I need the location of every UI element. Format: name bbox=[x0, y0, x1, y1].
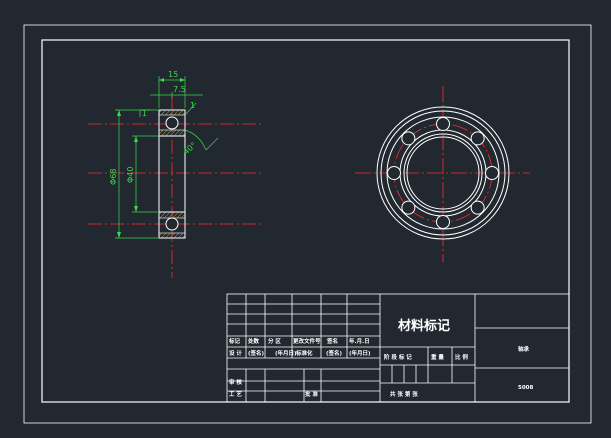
standardize-signature: (签名) bbox=[326, 349, 343, 357]
ball-set bbox=[387, 117, 499, 229]
inner-border bbox=[41, 39, 570, 403]
header-change-doc: 更改文件号 bbox=[293, 337, 321, 345]
standardize-date: (年月日) bbox=[349, 349, 371, 357]
title-block bbox=[226, 293, 570, 403]
header-date: 年.月.日 bbox=[349, 337, 370, 345]
bearing-ball bbox=[401, 131, 416, 146]
bearing-ball bbox=[470, 200, 485, 215]
header-count: 处数 bbox=[247, 337, 260, 345]
drawing-number: 5008 bbox=[518, 385, 533, 391]
outer-border bbox=[23, 24, 592, 424]
part-name: 轴承 bbox=[518, 345, 530, 353]
outer-ring-chamfer bbox=[380, 110, 506, 236]
design-signature: (签名) bbox=[248, 349, 265, 357]
weight-label: 重 量 bbox=[431, 353, 444, 361]
bearing-ball bbox=[485, 166, 499, 180]
hatch-outer-bottom bbox=[158, 232, 186, 239]
sheets-label: 共 张 第 张 bbox=[390, 390, 418, 398]
bearing-ball bbox=[436, 117, 450, 131]
bearing-ball bbox=[436, 215, 450, 229]
bore-chamfer bbox=[403, 133, 483, 213]
header-mark: 标记 bbox=[228, 337, 241, 345]
process-label: 工 艺 bbox=[229, 390, 242, 398]
stage-mark-label: 阶 段 标 记 bbox=[384, 353, 412, 361]
section-ball-top bbox=[165, 116, 179, 130]
dim-chamfer-top: 1 bbox=[142, 109, 147, 118]
dim-inner-diameter: Φ40 bbox=[126, 167, 135, 183]
audit-label: 审 核 bbox=[229, 378, 242, 386]
front-view bbox=[355, 86, 530, 262]
bearing-ball bbox=[387, 166, 401, 180]
material-mark-label: 材料标记 bbox=[398, 318, 450, 334]
dim-width-partial: 7.5 bbox=[173, 85, 186, 94]
section-ball-bottom bbox=[165, 217, 179, 231]
dim-outer-diameter: Φ68 bbox=[109, 169, 118, 185]
bore bbox=[406, 136, 480, 210]
design-date: (年月日) bbox=[275, 349, 297, 357]
hatch-inner-top bbox=[158, 129, 186, 137]
approve-label: 批 准 bbox=[305, 390, 318, 398]
dim-chamfer-side: 1 bbox=[190, 101, 195, 110]
standardize-label: 标准化 bbox=[295, 349, 313, 357]
dim-angle: 40° bbox=[182, 141, 199, 157]
scale-label: 比 例 bbox=[455, 353, 468, 361]
header-sign: 签名 bbox=[326, 337, 338, 345]
hatch-inner-bottom bbox=[158, 211, 186, 219]
outer-ring-outer-edge bbox=[376, 106, 510, 240]
design-label: 设 计 bbox=[229, 349, 242, 357]
hatch-outer-top bbox=[158, 109, 186, 116]
side-section-view: 15 7.5 1 1 40° Φ68 Φ40 bbox=[88, 70, 264, 278]
header-zone: 分 区 bbox=[268, 337, 281, 345]
bearing-ball bbox=[470, 131, 485, 146]
bearing-ball bbox=[401, 200, 416, 215]
dim-width-total: 15 bbox=[168, 70, 178, 79]
